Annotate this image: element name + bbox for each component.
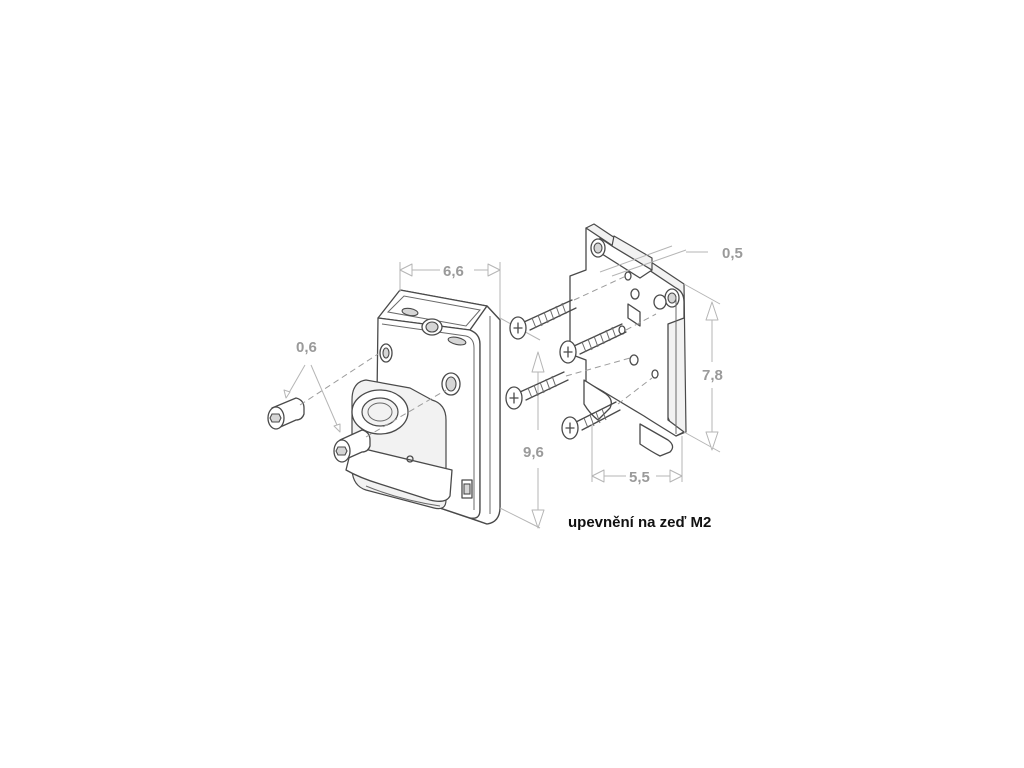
device-height-label: 9,6 [523, 444, 544, 461]
top-hole-center [421, 318, 443, 336]
top-slot-right [447, 336, 467, 346]
screw-length-label: 0,6 [296, 339, 317, 356]
plate-width-label: 5,5 [629, 469, 650, 486]
device-body [345, 289, 501, 525]
thickness-dimension: 0,5 [599, 245, 743, 277]
top-slot-left [401, 307, 419, 317]
diagram-caption: upevnění na zeď M2 [568, 514, 711, 531]
height-dimension: 9,6 [499, 317, 545, 529]
device-width-label: 6,6 [443, 263, 464, 280]
wood-screw-3 [505, 371, 569, 410]
wood-screw-4 [561, 401, 621, 440]
wood-screw-2 [559, 323, 627, 364]
allen-screw-2 [333, 429, 371, 463]
allen-screw-1 [267, 397, 305, 430]
plate-width-dimension: 5,5 [591, 424, 683, 486]
plate-thickness-label: 0,5 [722, 245, 743, 262]
wood-screw-1 [509, 299, 577, 340]
width-dimension: 6,6 [399, 262, 501, 318]
plate-height-dimension: 7,8 [683, 283, 723, 453]
plate-height-label: 7,8 [702, 367, 723, 384]
wall-plate [569, 223, 687, 457]
